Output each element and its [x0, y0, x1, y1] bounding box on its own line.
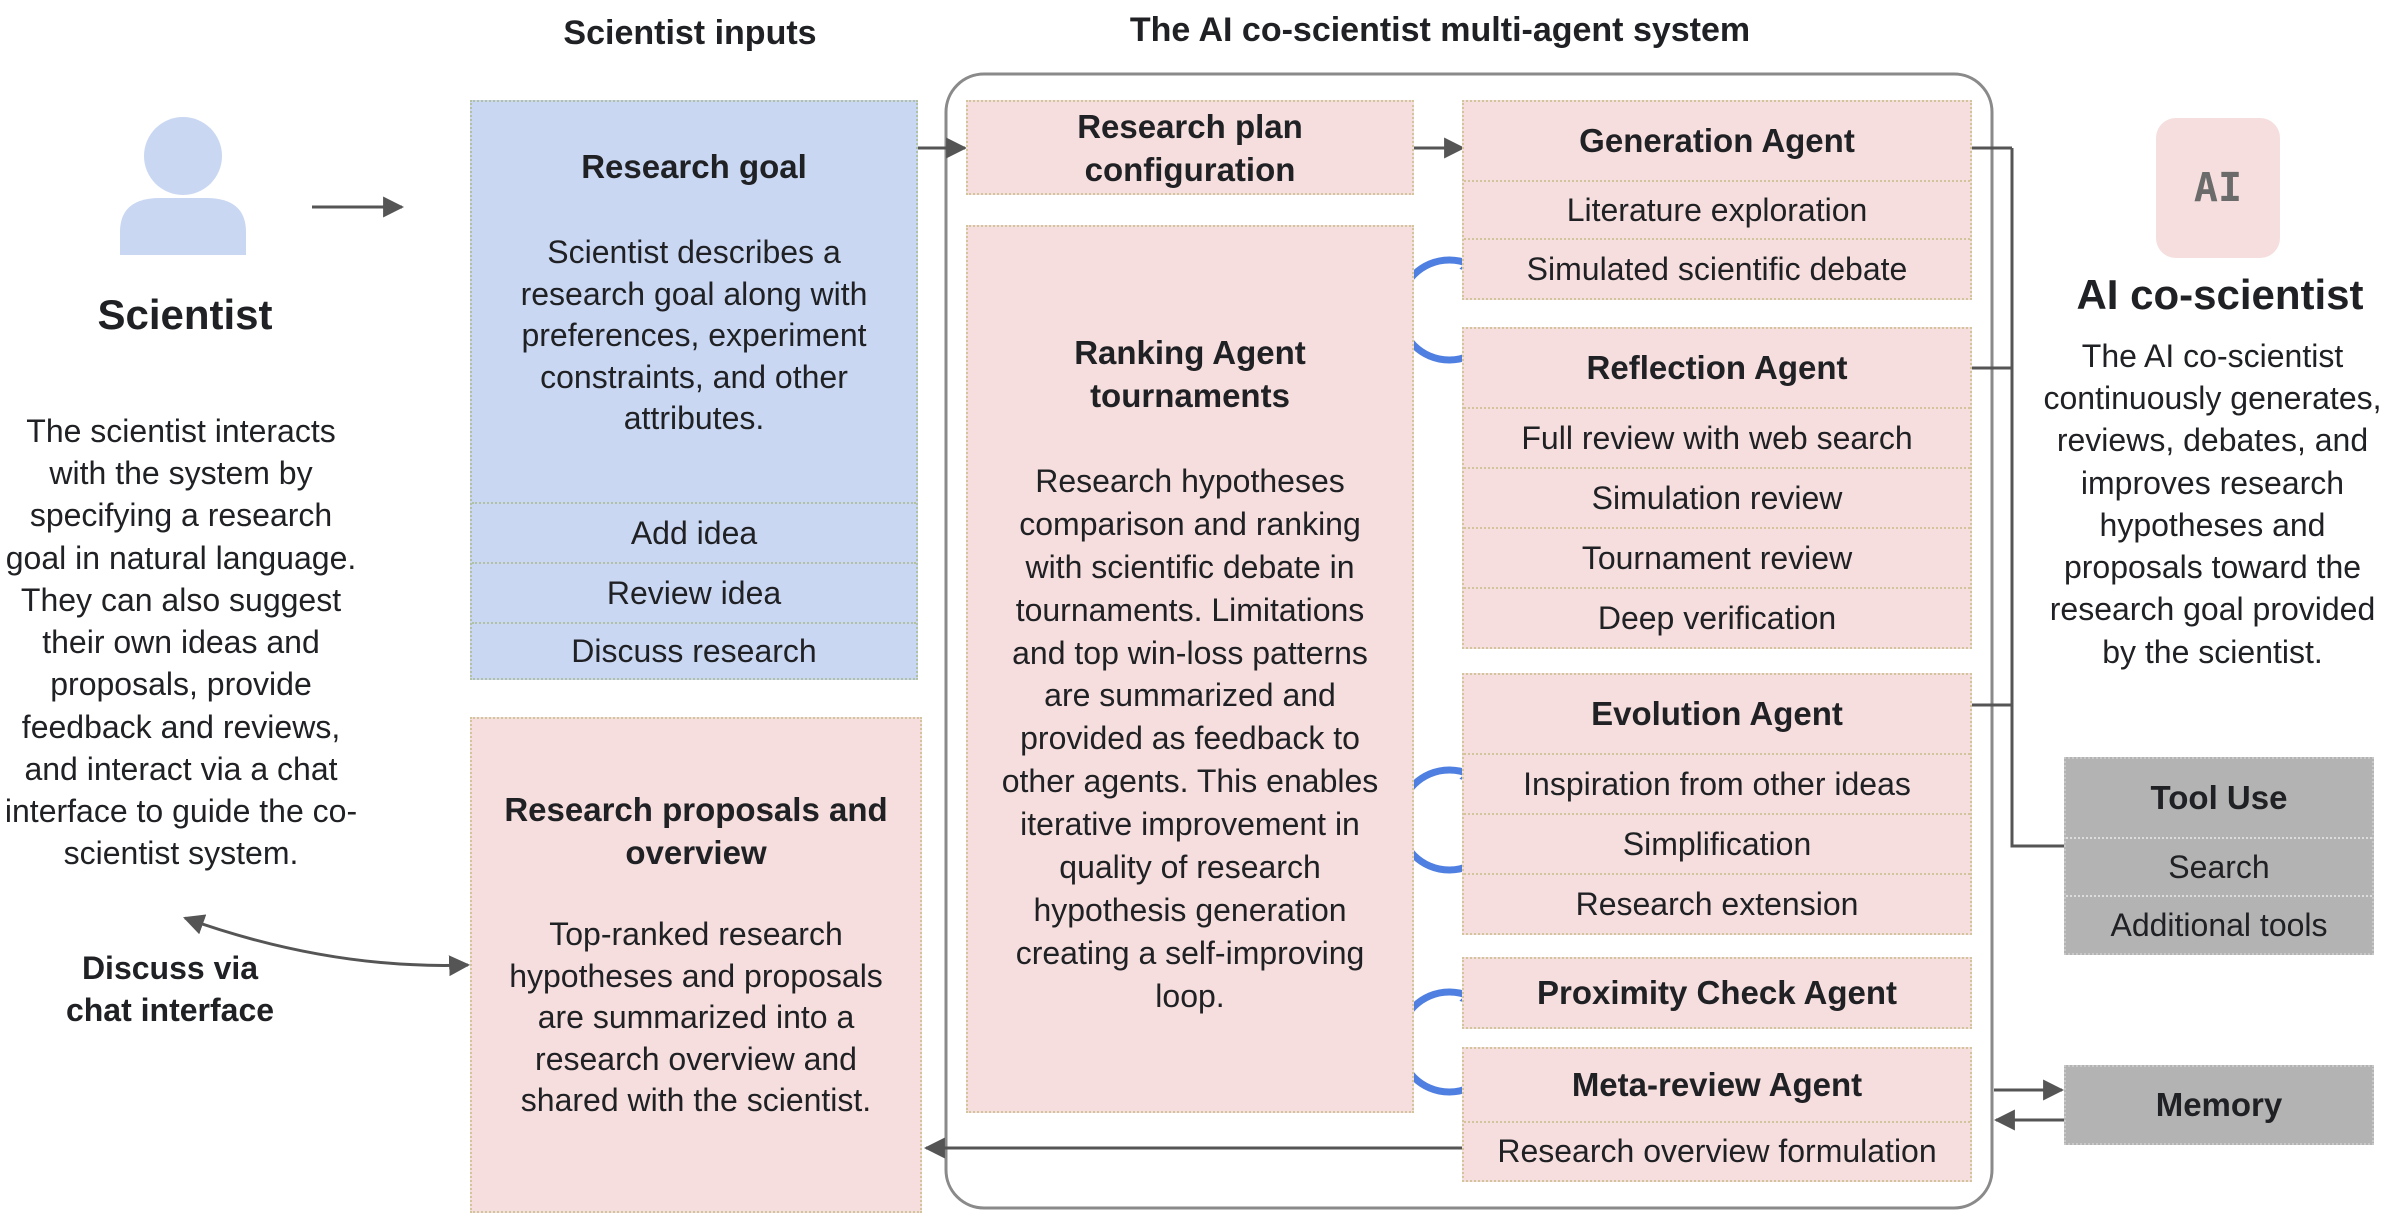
tool-use-title: Tool Use	[2150, 779, 2288, 816]
list-item-research-extension: Research extension	[1464, 873, 1970, 933]
tool-connector	[1972, 146, 2064, 848]
list-item-full-review: Full review with web search	[1464, 407, 1970, 467]
research-proposals-description: Top-ranked research hypotheses and propo…	[509, 916, 883, 1119]
system-container	[944, 72, 1994, 1210]
research-proposals-title: Research proposals and overview	[504, 791, 888, 871]
list-item-literature-exploration: Literature exploration	[1464, 180, 1970, 238]
ai-co-scientist-title: AI co-scientist	[2076, 271, 2364, 318]
list-item-deep-verification: Deep verification	[1464, 587, 1970, 647]
list-item-discuss-research[interactable]: Discuss research	[472, 622, 916, 678]
tool-use-box: Tool Use Search Additional tools	[2064, 757, 2374, 955]
proximity-agent-title: Proximity Check Agent	[1536, 974, 1898, 1011]
generation-agent-title: Generation Agent	[1579, 122, 1855, 159]
ranking-agent-title: Ranking Agent tournaments	[1074, 334, 1306, 414]
ranking-agent-box: Ranking Agent tournaments Research hypot…	[966, 225, 1414, 1113]
list-item-overview-formulation: Research overview formulation	[1464, 1121, 1970, 1180]
scientist-title: Scientist	[97, 291, 273, 338]
memory-title: Memory	[2155, 1086, 2283, 1123]
meta-review-agent-box: Meta-review Agent Research overview form…	[1462, 1047, 1972, 1182]
research-plan-box: Research plan configuration	[966, 100, 1414, 195]
list-item-inspiration: Inspiration from other ideas	[1464, 753, 1970, 813]
meta-review-agent-title: Meta-review Agent	[1571, 1066, 1863, 1103]
section-header-system: The AI co-scientist multi-agent system	[1129, 10, 1751, 49]
chat-interface-label: Discuss via chat interface	[65, 950, 275, 1028]
person-icon	[120, 117, 246, 255]
research-goal-title: Research goal	[581, 148, 807, 185]
list-item-review-idea[interactable]: Review idea	[472, 562, 916, 622]
research-goal-box: Research goal Scientist describes a rese…	[470, 100, 918, 680]
list-item-search: Search	[2066, 837, 2372, 895]
reflection-agent-box: Reflection Agent Full review with web se…	[1462, 327, 1972, 649]
evolution-agent-box: Evolution Agent Inspiration from other i…	[1462, 673, 1972, 935]
generation-agent-box: Generation Agent Literature exploration …	[1462, 100, 1972, 300]
proximity-agent-box: Proximity Check Agent	[1462, 957, 1972, 1029]
evolution-agent-title: Evolution Agent	[1591, 695, 1843, 732]
memory-box: Memory	[2064, 1065, 2374, 1145]
list-item-add-idea[interactable]: Add idea	[472, 502, 916, 562]
research-proposals-box: Research proposals and overview Top-rank…	[470, 717, 922, 1213]
research-goal-description: Scientist describes a research goal alon…	[520, 234, 868, 437]
list-item-tournament-review: Tournament review	[1464, 527, 1970, 587]
arrow-icon	[183, 914, 471, 977]
list-item-simulation-review: Simulation review	[1464, 467, 1970, 527]
list-item-simplification: Simplification	[1464, 813, 1970, 873]
list-item-additional-tools: Additional tools	[2066, 895, 2372, 953]
ai-co-scientist-description: The AI co-scientist continuously generat…	[2043, 338, 2382, 670]
scientist-description: The scientist interacts with the system …	[4, 413, 358, 872]
ranking-agent-description: Research hypotheses comparison and ranki…	[1001, 463, 1379, 1014]
reflection-agent-title: Reflection Agent	[1586, 349, 1848, 386]
section-header-inputs: Scientist inputs	[563, 13, 817, 52]
list-item-simulated-debate: Simulated scientific debate	[1464, 238, 1970, 298]
ai-logo-icon: AI	[2156, 118, 2280, 258]
research-plan-title: Research plan configuration	[1077, 108, 1303, 188]
